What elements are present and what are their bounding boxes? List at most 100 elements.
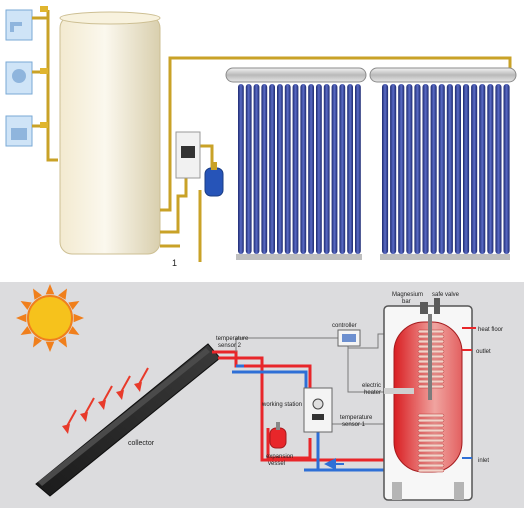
sun-ray bbox=[58, 336, 67, 348]
coil-turn bbox=[417, 458, 445, 463]
bottom-schematic: collector controller working statio bbox=[0, 282, 524, 508]
coil-turn bbox=[417, 418, 445, 423]
sun-ray bbox=[58, 288, 67, 300]
expansion-vessel-label-2: vessel bbox=[268, 461, 285, 467]
vacuum-tube bbox=[245, 84, 252, 254]
control-station bbox=[175, 131, 201, 179]
sun-rays bbox=[16, 284, 84, 352]
vacuum-tube bbox=[238, 84, 244, 254]
vacuum-tube bbox=[422, 84, 429, 254]
controller-box bbox=[337, 329, 361, 347]
expansion-vessel-label-1: expansion bbox=[266, 454, 293, 460]
electric-heater-label-1: electric bbox=[362, 383, 381, 389]
vacuum-tube bbox=[382, 84, 389, 254]
coil-turn bbox=[417, 453, 445, 458]
storage-tank-schematic bbox=[383, 298, 473, 501]
expansion-vessel bbox=[269, 422, 287, 449]
heat-floor-label: heat floor bbox=[478, 327, 503, 333]
vacuum-tube bbox=[292, 84, 299, 254]
vacuum-tube bbox=[355, 84, 361, 254]
coil-turn bbox=[417, 463, 445, 468]
lower-coil bbox=[417, 413, 445, 473]
coil-turn bbox=[417, 443, 445, 448]
top-system-svg: 1 bbox=[5, 6, 517, 268]
coil-turn bbox=[417, 433, 445, 438]
top-system-illustration: 1 bbox=[5, 6, 517, 268]
vacuum-tube bbox=[308, 84, 314, 254]
vacuum-tube bbox=[414, 84, 421, 254]
tubes-left bbox=[238, 84, 361, 254]
vacuum-tube bbox=[438, 84, 445, 254]
magnesium-bar-label-2: bar bbox=[402, 299, 411, 305]
collector-right bbox=[369, 67, 517, 260]
fixtures-column bbox=[5, 6, 58, 162]
sun-ray bbox=[68, 326, 80, 335]
sunlight-arrow-head bbox=[134, 382, 142, 392]
sun-ray bbox=[45, 341, 55, 352]
vacuum-tube bbox=[487, 84, 494, 254]
vacuum-tube bbox=[430, 84, 437, 254]
collector-panel bbox=[35, 343, 221, 497]
sun-ray bbox=[33, 336, 42, 348]
vacuum-tube bbox=[446, 84, 453, 254]
temp-sensor-2-label-2: sensor 2 bbox=[218, 343, 242, 349]
sun-ray bbox=[45, 284, 55, 295]
vacuum-tube bbox=[331, 84, 338, 254]
coil-turn bbox=[417, 438, 445, 443]
vacuum-tube bbox=[323, 84, 330, 254]
vacuum-tube bbox=[406, 84, 413, 254]
sunlight-arrow-head bbox=[62, 424, 70, 434]
sunlight-arrows bbox=[62, 367, 149, 434]
coil-turn bbox=[417, 468, 445, 473]
vacuum-tube bbox=[339, 84, 346, 254]
sun-ray bbox=[68, 301, 80, 310]
vacuum-tube bbox=[300, 84, 307, 254]
collector-piping bbox=[160, 56, 512, 262]
vacuum-tube bbox=[454, 84, 461, 254]
vacuum-tube bbox=[284, 84, 291, 254]
outlet-label: outlet bbox=[476, 349, 491, 355]
working-station-label: working station bbox=[261, 402, 302, 408]
working-station-box bbox=[303, 387, 333, 433]
vacuum-tube bbox=[277, 84, 283, 254]
sun-ray bbox=[20, 326, 32, 335]
magnesium-bar-label-1: Magnesium bbox=[392, 292, 423, 298]
sunlight-arrow-head bbox=[98, 400, 106, 410]
temp-sensor-2-label-1: temperature bbox=[216, 336, 249, 342]
collector-label: collector bbox=[128, 440, 155, 447]
vacuum-tube bbox=[398, 84, 405, 254]
vacuum-tube bbox=[495, 84, 502, 254]
vacuum-tube bbox=[503, 84, 510, 254]
tank-marker: 1 bbox=[172, 258, 177, 268]
sun-icon bbox=[16, 284, 84, 352]
coil-turn bbox=[417, 423, 445, 428]
inlet-label: inlet bbox=[478, 458, 489, 464]
vacuum-tube bbox=[471, 84, 478, 254]
storage-tank bbox=[59, 11, 161, 255]
fixture-pipe bbox=[32, 10, 58, 162]
schematic-svg: collector controller working statio bbox=[16, 284, 503, 501]
tank-outlets bbox=[462, 327, 476, 459]
vacuum-tube bbox=[316, 84, 322, 254]
coil-turn bbox=[417, 428, 445, 433]
coil-turn bbox=[417, 448, 445, 453]
vacuum-tube bbox=[253, 84, 260, 254]
expansion-tank bbox=[204, 162, 224, 197]
sunlight-arrow-head bbox=[116, 390, 124, 400]
tubes-right bbox=[382, 84, 510, 254]
basin-icon bbox=[11, 128, 27, 140]
vacuum-tube bbox=[347, 84, 353, 254]
temp-sensor-1-label-2: sensor 1 bbox=[342, 422, 366, 428]
sun-ray bbox=[16, 313, 27, 323]
sun-ray bbox=[33, 288, 42, 300]
vacuum-tube bbox=[261, 84, 268, 254]
vacuum-tube bbox=[269, 84, 275, 254]
coil-turn bbox=[417, 413, 445, 418]
temp-sensor-1-label-1: temperature bbox=[340, 415, 373, 421]
vacuum-tube bbox=[390, 84, 397, 254]
collector-left bbox=[225, 67, 367, 260]
electric-heater-label-2: heater bbox=[364, 390, 381, 396]
safe-valve-label: safe valve bbox=[432, 292, 460, 298]
vacuum-tube bbox=[463, 84, 470, 254]
sunlight-arrow-head bbox=[80, 412, 88, 422]
